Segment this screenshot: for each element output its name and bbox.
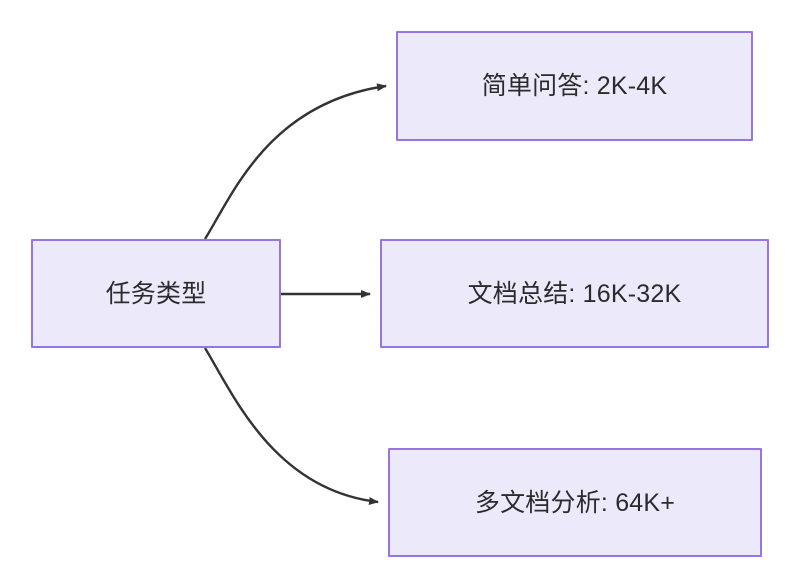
node-doc-summary[interactable]: 文档总结: 16K-32K xyxy=(380,239,769,348)
node-simple-qa-label: 简单问答: 2K-4K xyxy=(481,72,668,100)
node-root-label: 任务类型 xyxy=(105,279,207,308)
node-root[interactable]: 任务类型 xyxy=(31,239,281,348)
node-multi-doc[interactable]: 多文档分析: 64K+ xyxy=(388,448,762,557)
node-doc-summary-label: 文档总结: 16K-32K xyxy=(467,279,682,308)
edge-root-to-multi-doc xyxy=(203,347,379,505)
node-simple-qa[interactable]: 简单问答: 2K-4K xyxy=(396,31,753,141)
edge-root-to-simple-qa xyxy=(203,83,387,240)
node-multi-doc-label: 多文档分析: 64K+ xyxy=(474,488,676,517)
